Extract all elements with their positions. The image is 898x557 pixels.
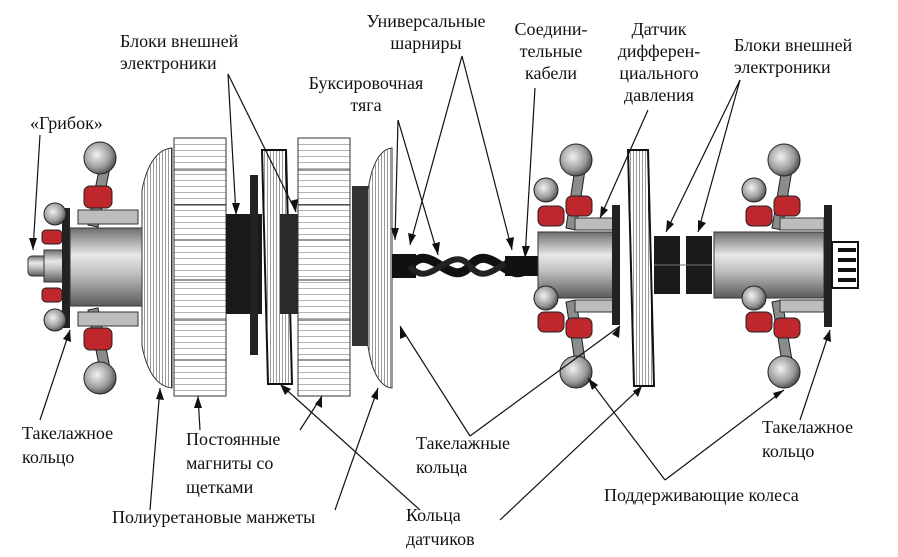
label-rigging-left-line1: Такелажное <box>22 423 114 443</box>
label-mushroom: «Грибок» <box>30 113 103 133</box>
label-rigging-mid-line2: кольца <box>416 457 468 477</box>
polyurethane-cuff-1 <box>141 147 173 389</box>
label-cables-line1: Соедини- <box>514 19 588 39</box>
label-electronics-left-line2: электроники <box>120 53 217 73</box>
label-magnets-line2: магниты со <box>186 453 274 473</box>
tail-connector <box>831 241 859 289</box>
label-diff-pressure-line4: давления <box>624 85 694 105</box>
support-wheel <box>559 355 593 389</box>
label-rigging-right-line1: Такелажное <box>762 417 854 437</box>
support-wheel <box>767 143 801 177</box>
support-wheel <box>767 355 801 389</box>
support-wheel <box>83 141 117 175</box>
right-module <box>533 143 859 389</box>
label-diff-pressure-line2: дифферен- <box>617 41 701 61</box>
magnet-brush-block-2 <box>297 137 351 397</box>
label-rigging-right-line2: кольцо <box>762 441 815 461</box>
label-electronics-right-line1: Блоки внешней <box>734 35 853 55</box>
label-diff-pressure-line1: Датчик <box>631 19 687 39</box>
label-universal-joints-line1: Универсальные <box>366 11 486 31</box>
label-tow-bar-line2: тяга <box>350 95 382 115</box>
rigging-ring-right <box>824 205 832 327</box>
sensor-ring-disc-1 <box>260 149 294 385</box>
label-support-wheels: Поддерживающие колеса <box>604 485 799 505</box>
label-rigging-left-line2: кольцо <box>22 447 75 467</box>
label-sensor-rings-line2: датчиков <box>406 529 475 549</box>
support-wheel-assembly-right-front-bottom <box>533 285 616 389</box>
tow-bar <box>392 253 545 278</box>
label-cables-line3: кабели <box>525 63 577 83</box>
label-electronics-right-line2: электроники <box>734 57 831 77</box>
label-cables-line2: тельные <box>519 41 583 61</box>
red-spring <box>83 327 113 351</box>
support-wheel-assembly-right-rear-bottom <box>741 285 825 389</box>
support-wheel <box>83 361 117 395</box>
left-body-cylinder <box>69 227 151 307</box>
label-tow-bar-line1: Буксировочная <box>308 73 424 93</box>
label-sensor-rings-line1: Кольца <box>406 505 461 525</box>
leader-lines <box>32 55 831 521</box>
left-module <box>27 137 393 397</box>
label-diff-pressure-line3: циального <box>619 63 699 83</box>
magnet-brush-block-1 <box>173 137 227 397</box>
label-polyurethane-cuffs: Полиуретановые манжеты <box>112 507 316 527</box>
rigging-ring-left <box>62 208 70 328</box>
support-wheel-assembly-right-front-top <box>533 143 616 231</box>
red-spring <box>83 185 113 209</box>
rigging-ring-middle <box>612 205 620 325</box>
label-rigging-mid-line1: Такелажные <box>416 433 510 453</box>
label-universal-joints-line2: шарниры <box>390 33 462 53</box>
label-electronics-left-line1: Блоки внешней <box>120 31 239 51</box>
label-magnets-line3: щетками <box>186 477 254 497</box>
support-wheel-assembly-left-top <box>41 141 139 245</box>
support-wheel <box>559 143 593 177</box>
right-body-rear <box>713 231 825 299</box>
support-wheel-assembly-right-rear-top <box>741 143 825 231</box>
support-wheel-assembly-left-bottom <box>41 287 139 395</box>
polyurethane-cuff-2 <box>367 147 393 389</box>
label-magnets-line1: Постоянные <box>186 429 281 449</box>
sensor-ring-disc-2 <box>626 149 656 387</box>
